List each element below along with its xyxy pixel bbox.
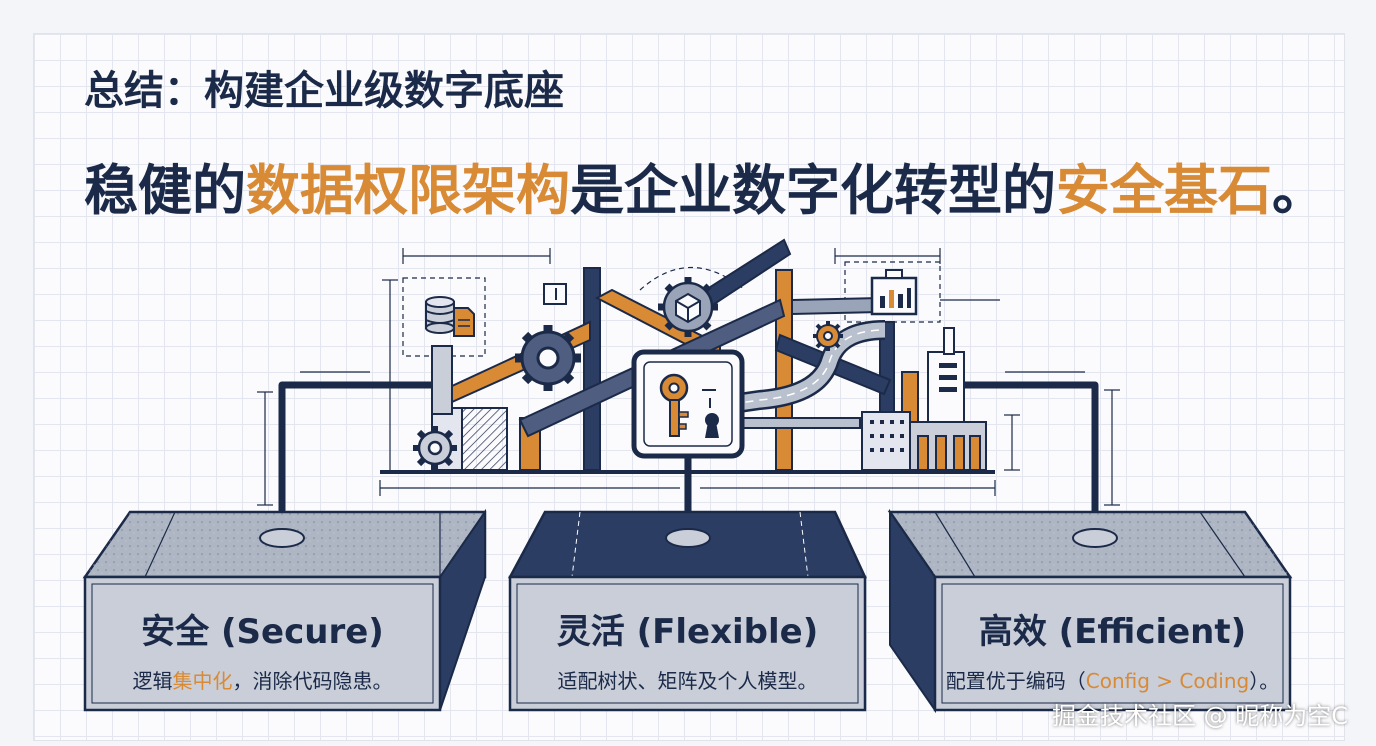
pillar-flexible: 灵活 (Flexible) 适配树状、矩阵及个人模型。	[510, 604, 865, 694]
dimension-lines	[257, 248, 1120, 506]
desc-highlight: 集中化	[172, 669, 233, 693]
pillar-desc: 适配树状、矩阵及个人模型。	[557, 669, 818, 693]
lock-panel	[631, 349, 745, 459]
pillar-title: 高效 (Efficient)	[978, 612, 1247, 652]
pillar-secure: 安全 (Secure) 逻辑集中化，消除代码隐患。	[85, 604, 440, 694]
building-icon	[861, 327, 987, 471]
chart-icon	[870, 269, 918, 316]
pillar-efficient: 高效 (Efficient) 配置优于编码（Config > Coding）。	[935, 604, 1290, 694]
document-icon	[453, 307, 475, 337]
pillar-flexible-block	[507, 510, 867, 712]
pillar-efficient-block	[887, 508, 1293, 714]
subtitle-part-1: 稳健的	[84, 159, 246, 222]
subtitle-part-5: 。	[1272, 159, 1326, 222]
desc-highlight: Config > Coding	[1085, 669, 1250, 693]
database-icon	[425, 296, 455, 334]
pillar-desc: 逻辑集中化，消除代码隐患。	[132, 669, 393, 693]
pillar-title: 灵活 (Flexible)	[556, 612, 819, 652]
page-subtitle: 稳健的数据权限架构是企业数字化转型的安全基石。	[84, 146, 1326, 225]
gear-icon	[515, 325, 581, 391]
pillar-secure-block	[82, 508, 487, 712]
subtitle-highlight-permission: 数据权限架构	[246, 159, 570, 222]
flag-icon	[543, 283, 567, 305]
page-title: 总结：构建企业级数字底座	[84, 68, 564, 114]
watermark: 掘金技术社区 @ 昵称为空C	[1052, 702, 1349, 730]
keyhole-icon	[705, 413, 719, 438]
subtitle-highlight-cornerstone: 安全基石	[1056, 159, 1272, 222]
gear-icon	[813, 321, 843, 351]
key-icon	[659, 373, 689, 437]
pillar-desc: 配置优于编码（Config > Coding）。	[945, 669, 1280, 693]
pillar-title: 安全 (Secure)	[141, 612, 384, 652]
subtitle-part-3: 是企业数字化转型的	[570, 159, 1056, 222]
hatched-block	[461, 407, 508, 471]
gear-icon	[413, 426, 457, 470]
cube-gear-icon	[658, 277, 718, 337]
